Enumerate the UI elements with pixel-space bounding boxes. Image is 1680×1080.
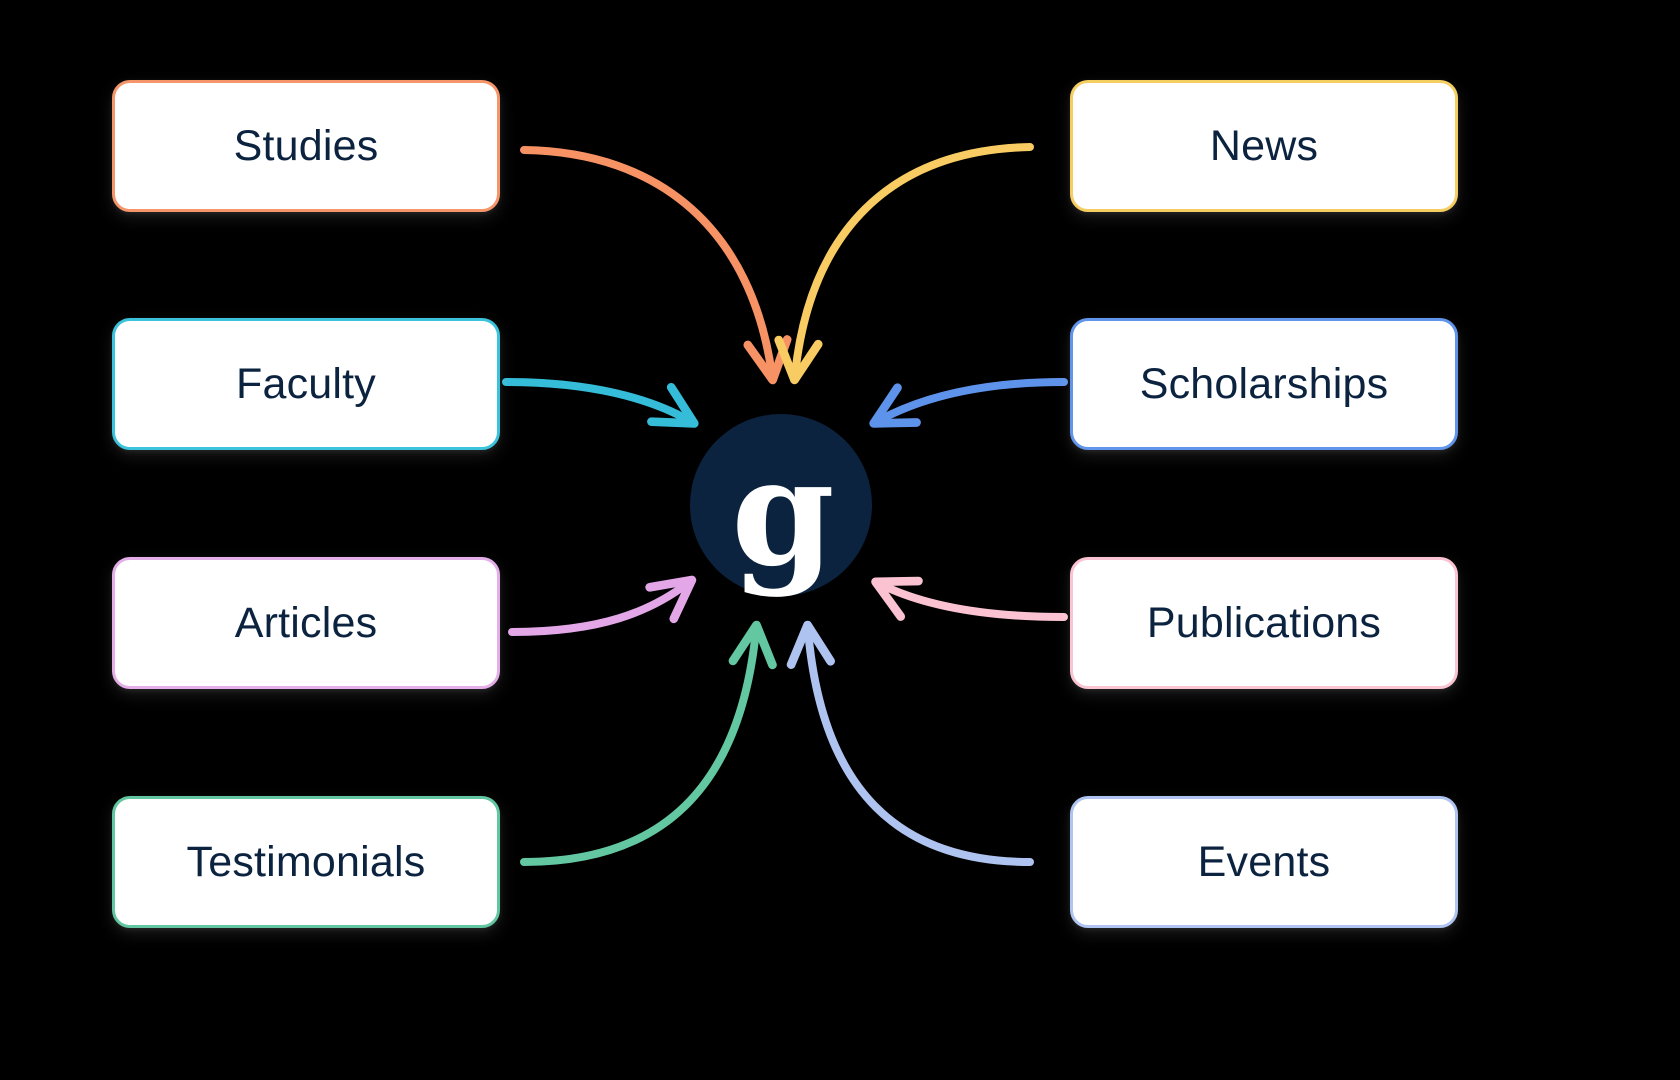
node-events[interactable]: Events [1070,796,1458,928]
node-articles-label: Articles [234,598,378,647]
node-faculty-label: Faculty [236,359,376,408]
node-studies[interactable]: Studies [112,80,500,212]
node-faculty[interactable]: Faculty [112,318,500,450]
node-news[interactable]: News [1070,80,1458,212]
arrow-events-to-hub [786,620,1034,866]
node-events-label: Events [1197,837,1331,886]
arrow-scholarships-to-hub [869,378,1068,428]
node-scholarships-label: Scholarships [1139,359,1389,408]
arrow-faculty-to-hub [502,378,699,428]
arrow-articles-to-hub [508,575,697,636]
arrow-studies-to-hub [520,146,792,385]
node-testimonials[interactable]: Testimonials [112,796,500,928]
arrow-testimonials-to-hub [520,620,777,866]
node-scholarships[interactable]: Scholarships [1070,318,1458,450]
node-studies-label: Studies [233,121,379,170]
arrow-publications-to-hub [871,576,1068,621]
hub-circle[interactable]: g [690,414,872,596]
node-publications-label: Publications [1146,598,1382,647]
node-publications[interactable]: Publications [1070,557,1458,689]
node-testimonials-label: Testimonials [186,837,426,886]
node-articles[interactable]: Articles [112,557,500,689]
arrow-news-to-hub [774,143,1034,385]
node-news-label: News [1209,121,1319,170]
hub-logo-letter: g [731,425,835,600]
